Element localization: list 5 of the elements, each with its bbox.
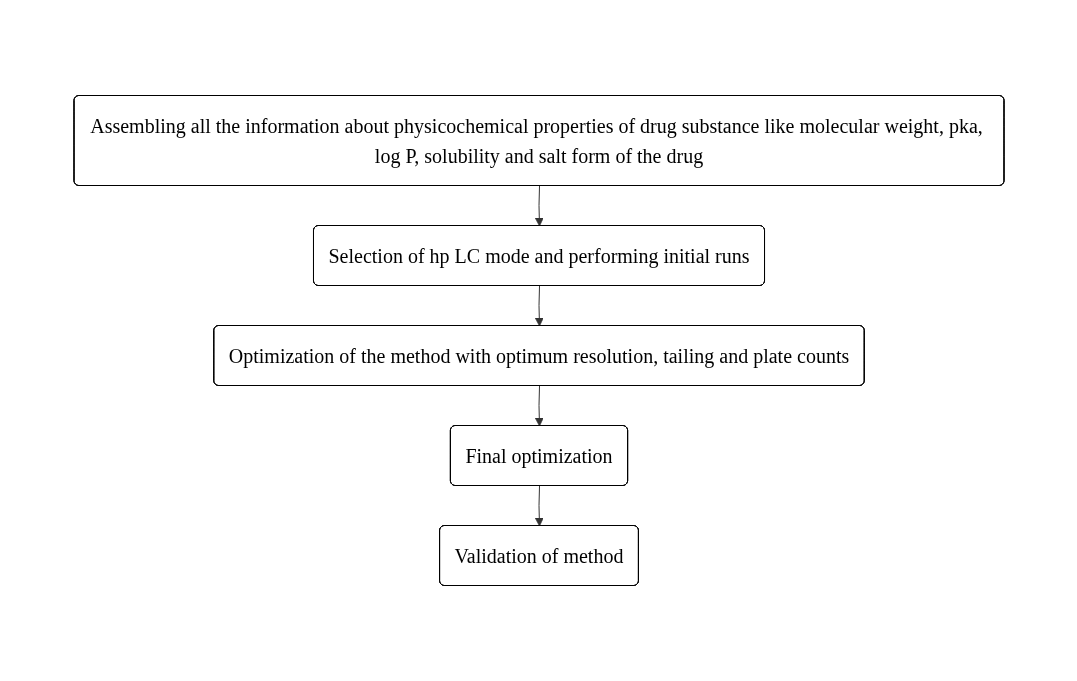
- arrow: [534, 185, 544, 227]
- arrow: [534, 485, 544, 527]
- node-text: Selection of hp LC mode and performing initial runs: [327, 244, 750, 267]
- arrow: [534, 385, 544, 427]
- arrow: [534, 285, 544, 327]
